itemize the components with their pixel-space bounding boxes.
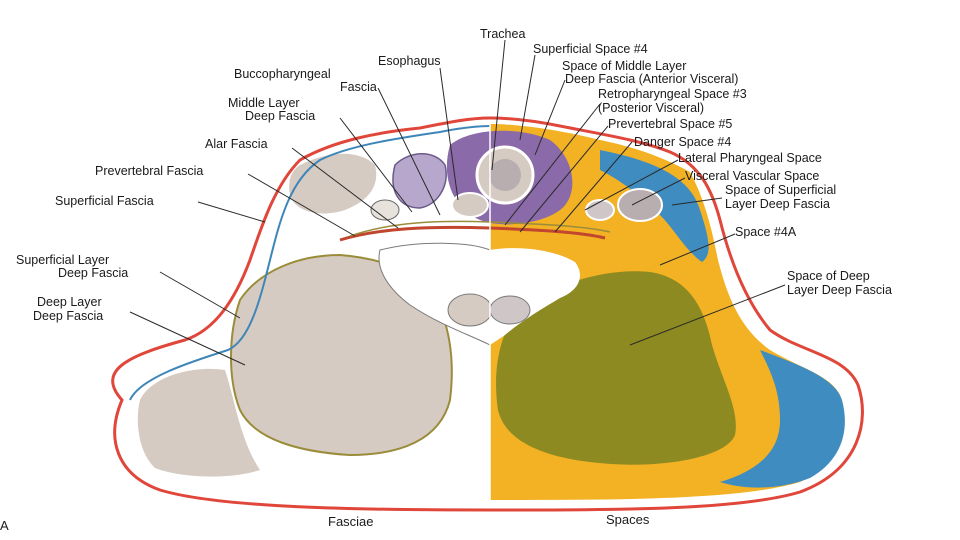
label-middle-layer-2: Deep Fascia <box>245 109 315 123</box>
label-superficial-space-4: Superficial Space #4 <box>533 42 648 56</box>
label-superficial-layer-deep-1: Superficial Layer <box>16 253 109 267</box>
label-space-middle-layer-2: Deep Fascia (Anterior Visceral) <box>565 72 738 86</box>
label-esophagus: Esophagus <box>378 54 441 68</box>
label-buccopharyngeal-1: Buccopharyngeal <box>234 67 331 81</box>
visceral-space-purple-left <box>392 153 447 209</box>
label-deep-layer-2: Deep Fascia <box>33 309 103 323</box>
esophagus-shape <box>451 192 489 218</box>
label-visceral-vascular: Visceral Vascular Space <box>685 169 819 183</box>
label-superficial-layer-deep-2: Deep Fascia <box>58 266 128 280</box>
label-retropharyngeal-2: (Posterior Visceral) <box>598 101 704 115</box>
space-deep-layer-olive <box>496 271 736 465</box>
label-lateral-pharyngeal: Lateral Pharyngeal Space <box>678 151 822 165</box>
label-trachea: Trachea <box>480 27 525 41</box>
caption-fasciae: Fasciae <box>328 514 374 529</box>
label-prevertebral-space-5: Prevertebral Space #5 <box>608 117 732 131</box>
superficial-fascia-line <box>129 125 491 401</box>
label-space-middle-layer-1: Space of Middle Layer <box>562 59 686 73</box>
label-space-superficial-layer-2: Layer Deep Fascia <box>725 197 830 211</box>
spinal-cord-right <box>489 295 531 325</box>
label-danger-space-4: Danger Space #4 <box>634 135 731 149</box>
vascular-space-left <box>370 199 400 221</box>
muscle-left-lateral <box>137 368 260 477</box>
label-space-deep-layer-2: Layer Deep Fascia <box>787 283 892 297</box>
label-buccopharyngeal-2: Fascia <box>340 80 377 94</box>
space-superficial-layer-blue-lower <box>720 350 845 488</box>
label-middle-layer-1: Middle Layer <box>228 96 300 110</box>
label-retropharyngeal-1: Retropharyngeal Space #3 <box>598 87 747 101</box>
lateral-pharyngeal-vessel <box>585 199 615 221</box>
label-alar-fascia: Alar Fascia <box>205 137 268 151</box>
panel-letter: A <box>0 518 9 533</box>
label-prevertebral-fascia: Prevertebral Fascia <box>95 164 203 178</box>
muscle-left-large <box>230 253 453 457</box>
label-space-superficial-layer-1: Space of Superficial <box>725 183 836 197</box>
visceral-vascular-space-right <box>617 188 663 222</box>
caption-spaces: Spaces <box>606 512 650 527</box>
label-deep-layer-1: Deep Layer <box>37 295 102 309</box>
muscle-left-sternocleido <box>289 153 377 214</box>
label-space-4a: Space #4A <box>735 225 797 239</box>
trachea-lumen <box>489 159 521 191</box>
label-superficial-fascia: Superficial Fascia <box>55 194 154 208</box>
spinal-cord <box>447 293 493 327</box>
leader-lines <box>129 39 786 366</box>
label-space-deep-layer-1: Space of Deep <box>787 269 870 283</box>
